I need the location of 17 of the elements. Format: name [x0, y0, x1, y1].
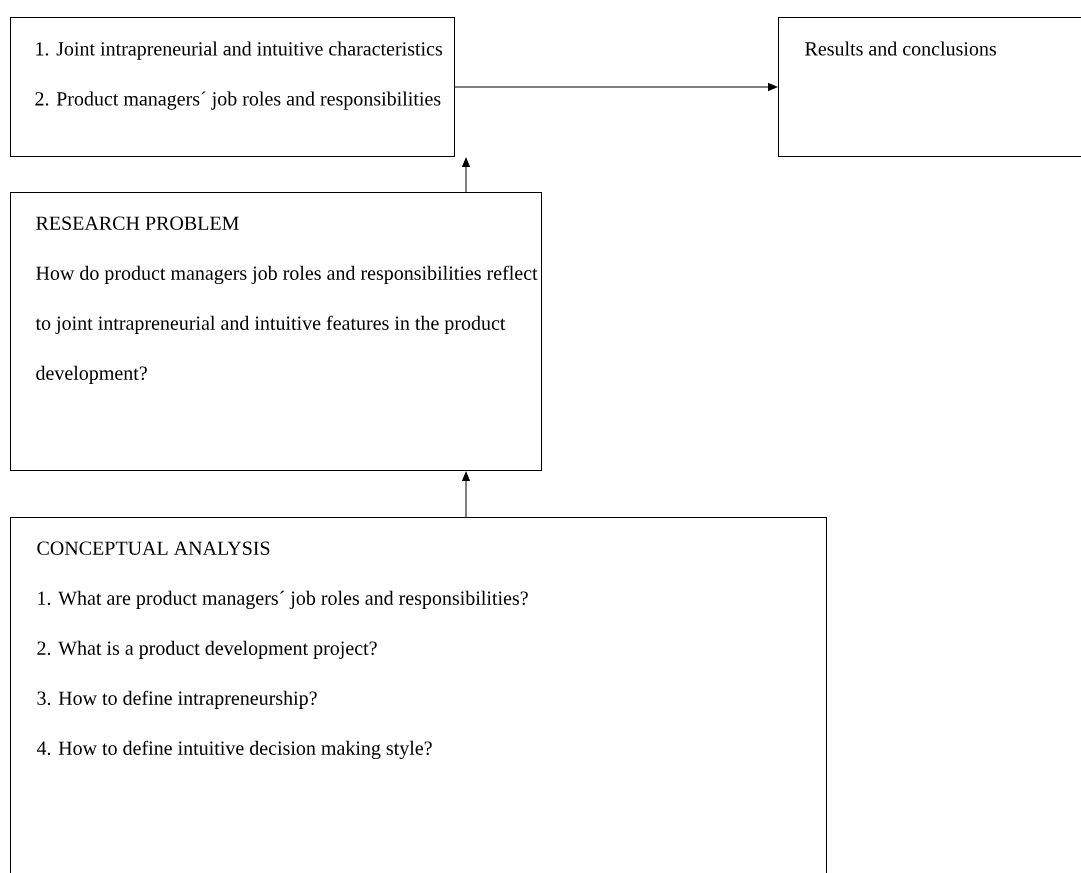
box-text: 3. How to define intrapreneurship? [37, 690, 317, 709]
arrow [462, 471, 470, 518]
box-heading: CONCEPTUAL ANALYSIS [37, 541, 270, 555]
box-text: 1. What are product managers´ job roles and responsibilities? [38, 590, 528, 610]
box-text: 4. How to define intuitive decision making style? [36, 740, 432, 760]
box-text: 1. Joint intrapreneurial and intuitive characteristics [36, 41, 443, 60]
box-text: 2. What is a product development project? [37, 640, 377, 659]
box-text: 2. Product managers´ job roles and responsibilities [35, 91, 441, 110]
process-box [10, 517, 827, 873]
process-box [778, 17, 1081, 157]
box-heading: RESEARCH PROBLEM [36, 216, 239, 230]
process-box [10, 192, 542, 471]
box-text: How do product managers job roles and responsibilities reflect to joint intrapreneurial and intuitive features in the product development? [35, 265, 538, 384]
arrow [462, 157, 470, 193]
box-text: Results and conclusions [805, 41, 996, 56]
arrow [454, 83, 778, 91]
process-box [10, 17, 455, 157]
